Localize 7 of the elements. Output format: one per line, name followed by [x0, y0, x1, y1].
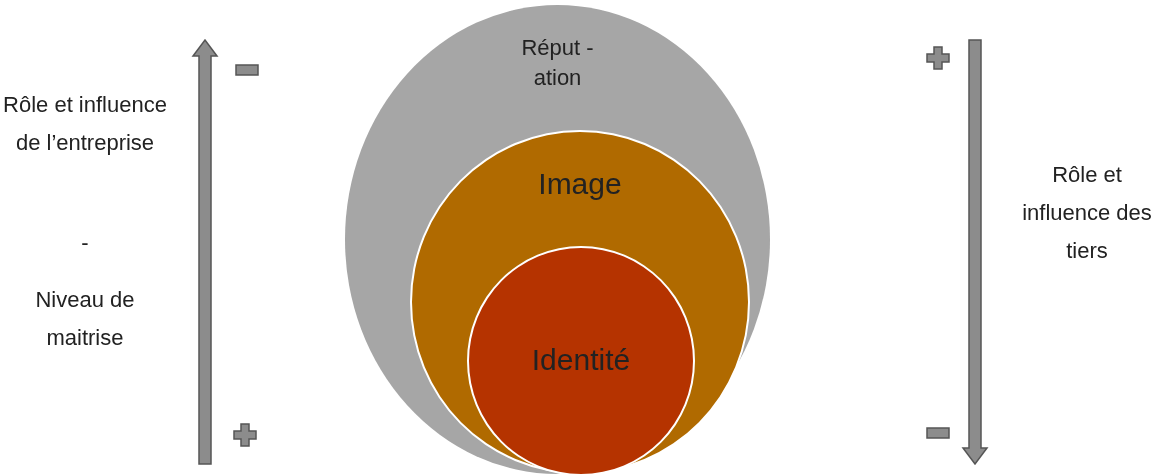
node-label: Image — [537, 166, 623, 202]
side-label: Niveau de maitrise — [34, 286, 136, 352]
node-label: Identité — [530, 342, 632, 378]
side-label: Rôle et influence de l’entreprise — [2, 91, 168, 157]
node-label: Réput -ation — [520, 34, 595, 92]
side-label: - — [80, 229, 90, 257]
side-label: Rôle et influence des tiers — [1021, 161, 1153, 265]
